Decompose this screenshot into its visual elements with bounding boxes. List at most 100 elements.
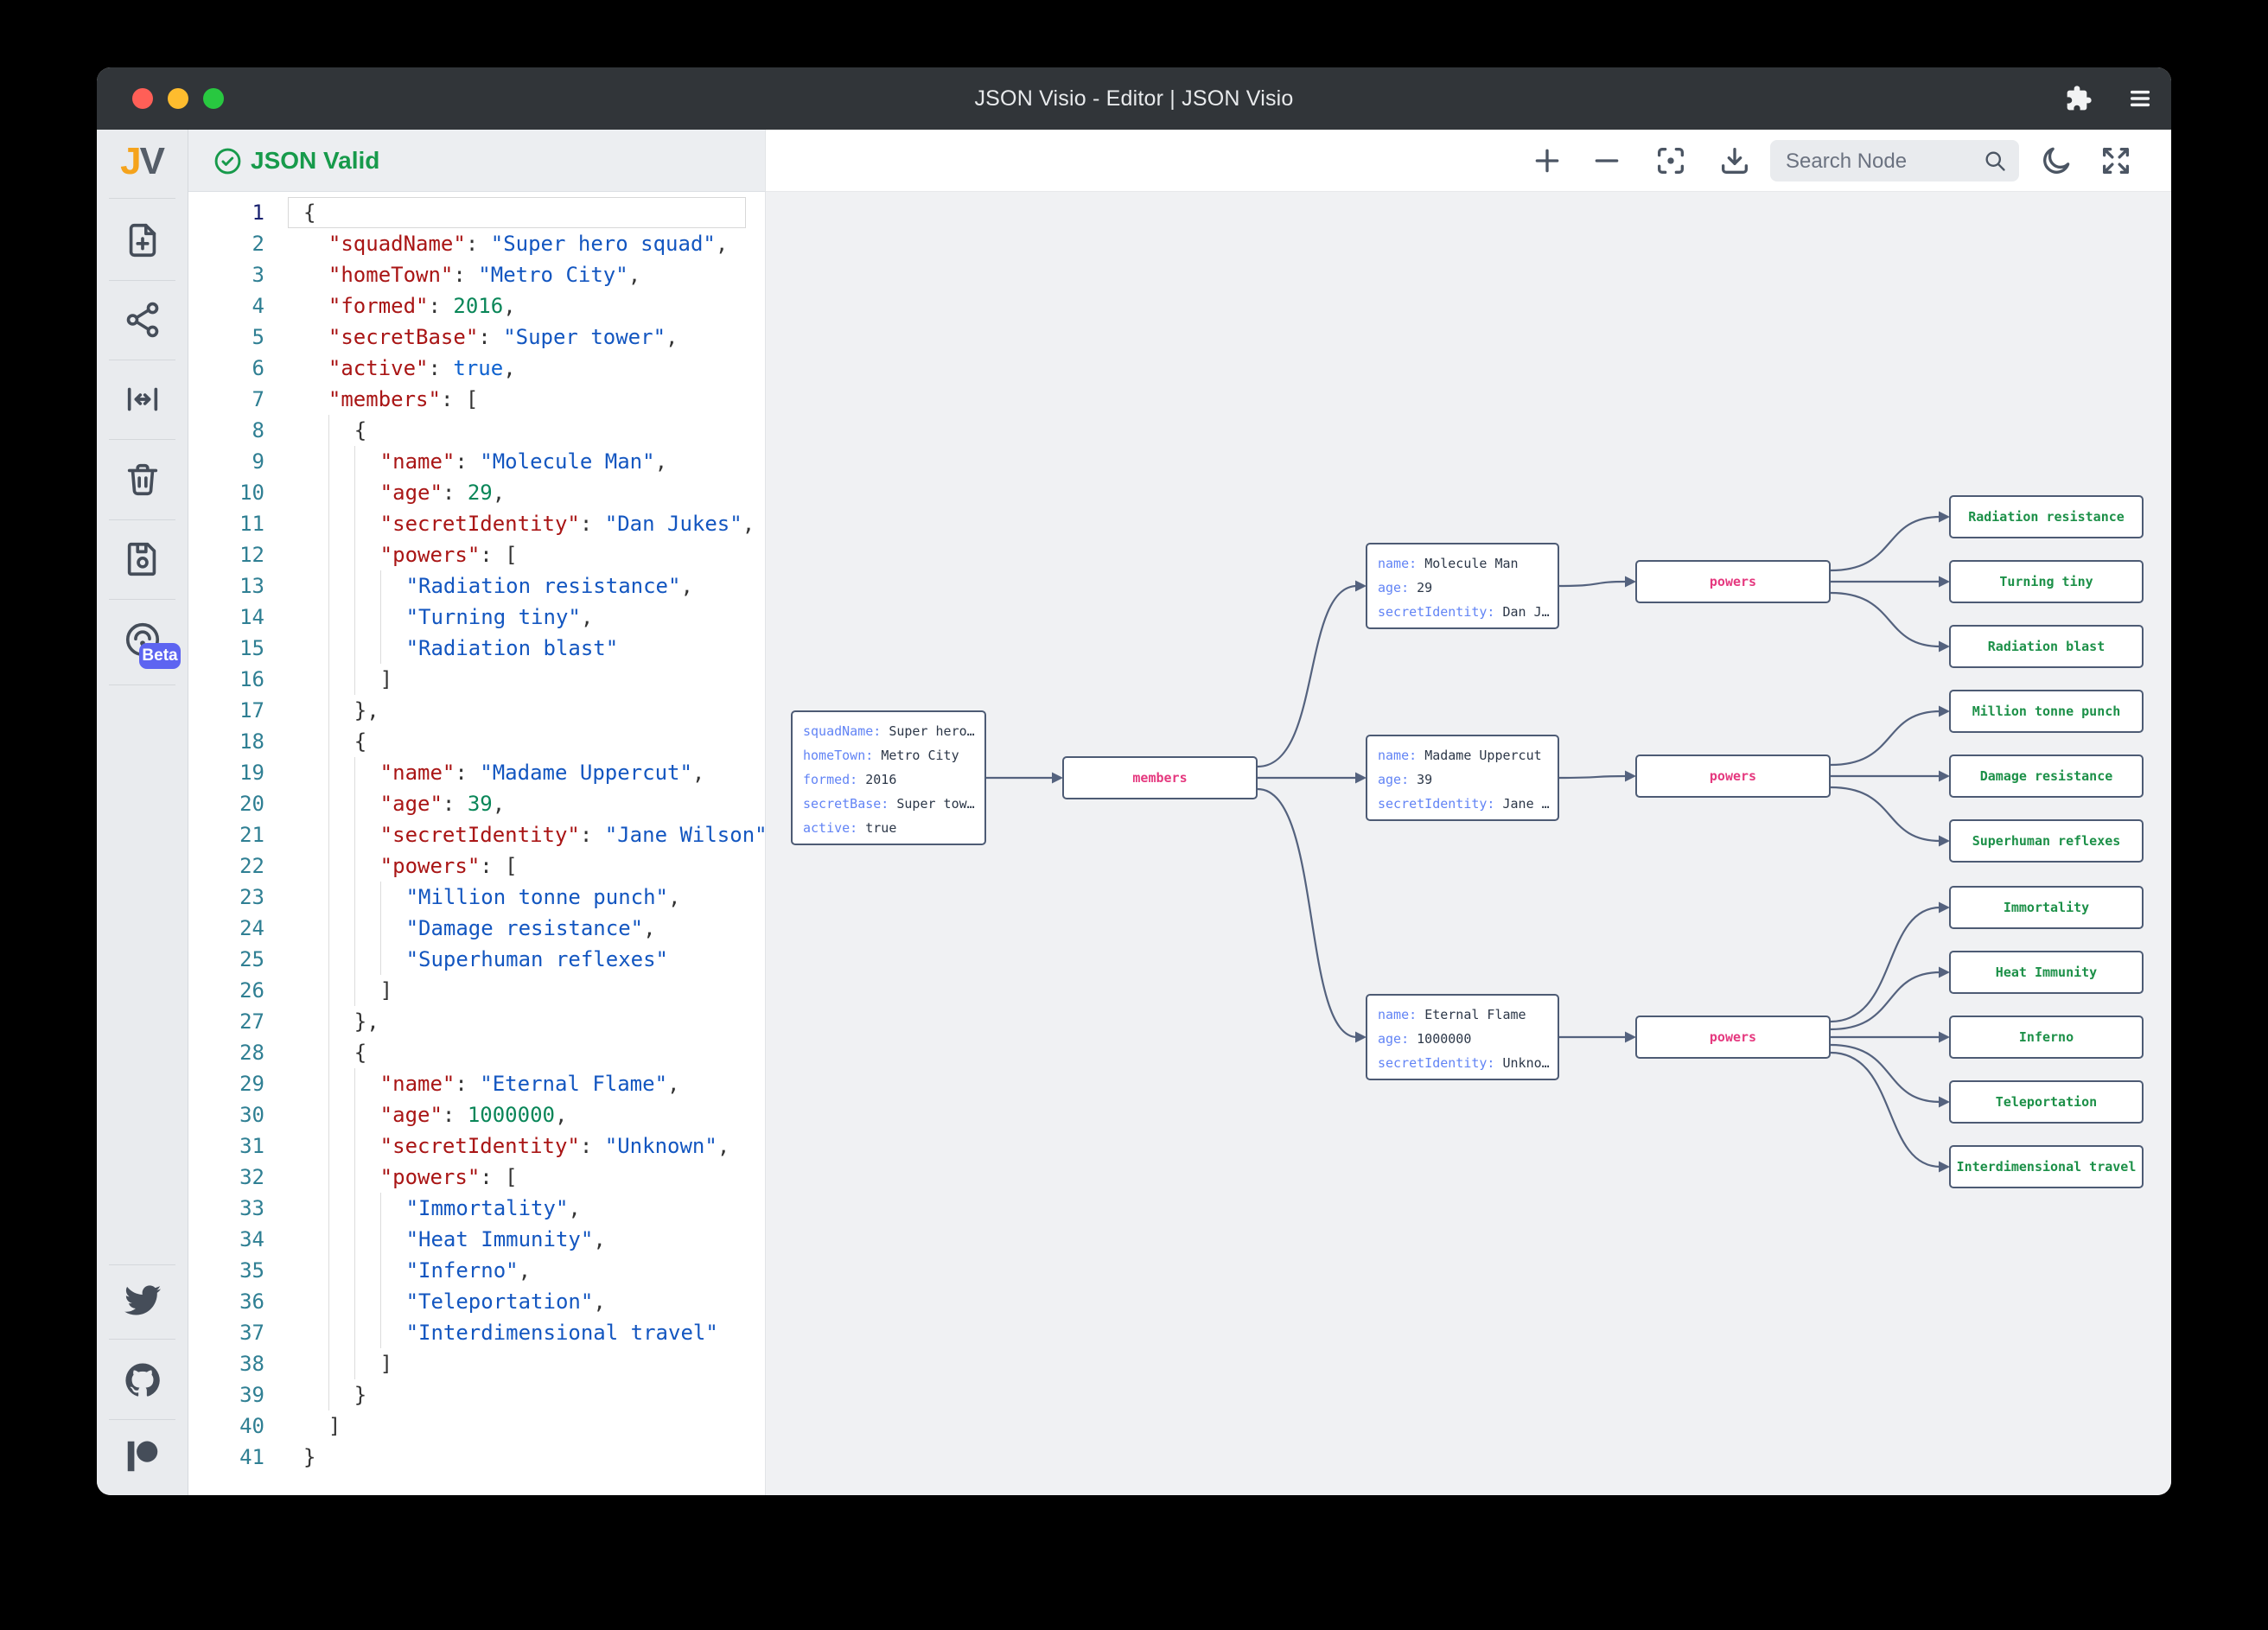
code-line[interactable]: 32"powers": [ [188, 1162, 765, 1193]
code-line[interactable]: 22"powers": [ [188, 850, 765, 882]
code-line[interactable]: 31"secretIdentity": "Unknown", [188, 1130, 765, 1162]
code-line[interactable]: 27}, [188, 1006, 765, 1037]
graph-node-p2[interactable]: powers [1635, 755, 1831, 798]
line-number: 15 [239, 636, 264, 660]
twitter-icon[interactable] [123, 1281, 162, 1321]
json-valid-status: JSON Valid [251, 147, 380, 174]
edge-arrowhead [1939, 966, 1950, 978]
graph-canvas[interactable]: squadName: Super hero…homeTown: Metro Ci… [766, 192, 2171, 1495]
graph-node-l5[interactable]: Damage resistance [1949, 755, 2144, 798]
edge-arrowhead [1625, 1031, 1636, 1043]
code-line[interactable]: 5"secretBase": "Super tower", [188, 322, 765, 353]
code-line[interactable]: 18{ [188, 726, 765, 757]
line-number: 3 [252, 263, 264, 287]
code-line[interactable]: 37"Interdimensional travel" [188, 1317, 765, 1348]
code-line[interactable]: 30"age": 1000000, [188, 1099, 765, 1130]
code-line[interactable]: 8{ [188, 415, 765, 446]
code-line[interactable]: 34"Heat Immunity", [188, 1224, 765, 1255]
code-line[interactable]: 2"squadName": "Super hero squad", [188, 228, 765, 259]
edge-arrowhead [1939, 770, 1950, 782]
code-line[interactable]: 7"members": [ [188, 384, 765, 415]
new-document-icon[interactable] [123, 220, 162, 260]
download-icon[interactable] [1717, 143, 1752, 178]
code-line[interactable]: 39} [188, 1379, 765, 1410]
code-line[interactable]: 25"Superhuman reflexes" [188, 944, 765, 975]
dark-mode-icon[interactable] [2039, 143, 2074, 178]
code-line[interactable]: 16] [188, 664, 765, 695]
code-line[interactable]: 24"Damage resistance", [188, 913, 765, 944]
code-area[interactable]: 1{2"squadName": "Super hero squad",3"hom… [188, 192, 765, 1495]
search-node-input[interactable] [1784, 140, 1969, 183]
graph-node-l7[interactable]: Immortality [1949, 886, 2144, 929]
center-focus-icon[interactable] [1653, 143, 1688, 178]
close-window-button[interactable] [132, 88, 153, 109]
code-line[interactable]: 38] [188, 1348, 765, 1379]
graph-node-l3[interactable]: Radiation blast [1949, 625, 2144, 668]
fullscreen-icon[interactable] [2099, 143, 2133, 178]
graph-node-l8[interactable]: Heat Immunity [1949, 951, 2144, 994]
code-text: "Interdimensional travel" [303, 1317, 718, 1348]
browser-menu-icon[interactable] [2126, 85, 2154, 112]
graph-node-l11[interactable]: Interdimensional travel [1949, 1145, 2144, 1188]
json-editor[interactable]: 1{2"squadName": "Super hero squad",3"hom… [188, 192, 766, 1495]
edge-arrowhead [1625, 576, 1636, 588]
code-line[interactable]: 12"powers": [ [188, 539, 765, 570]
share-icon[interactable] [123, 300, 162, 340]
code-line[interactable]: 28{ [188, 1037, 765, 1068]
code-line[interactable]: 10"age": 29, [188, 477, 765, 508]
code-line[interactable]: 14"Turning tiny", [188, 602, 765, 633]
node-row: name: Madame Uppercut [1378, 748, 1542, 763]
zoom-in-icon[interactable] [1530, 143, 1564, 178]
graph-node-l1[interactable]: Radiation resistance [1949, 495, 2144, 538]
code-text: "secretIdentity": "Dan Jukes", [303, 508, 755, 539]
maximize-window-button[interactable] [203, 88, 224, 109]
extension-puzzle-icon[interactable] [2065, 85, 2093, 112]
search-icon[interactable] [1983, 149, 2007, 173]
code-line[interactable]: 26] [188, 975, 765, 1006]
patreon-icon[interactable] [123, 1436, 162, 1476]
expand-width-icon[interactable] [123, 379, 162, 419]
graph-node-p3[interactable]: powers [1635, 1016, 1831, 1059]
code-line[interactable]: 21"secretIdentity": "Jane Wilson", [188, 819, 765, 850]
code-line[interactable]: 33"Immortality", [188, 1193, 765, 1224]
code-text: "Radiation blast" [303, 633, 618, 664]
code-line[interactable]: 36"Teleportation", [188, 1286, 765, 1317]
graph-edge [1830, 1051, 1941, 1168]
zoom-out-icon[interactable] [1590, 143, 1624, 178]
code-line[interactable]: 3"homeTown": "Metro City", [188, 259, 765, 290]
graph-node-l4[interactable]: Million tonne punch [1949, 690, 2144, 733]
code-line[interactable]: 17}, [188, 695, 765, 726]
github-icon[interactable] [123, 1360, 162, 1400]
graph-node-p1[interactable]: powers [1635, 560, 1831, 603]
code-line[interactable]: 20"age": 39, [188, 788, 765, 819]
node-row: age: 29 [1378, 580, 1433, 595]
graph-node-l9[interactable]: Inferno [1949, 1016, 2144, 1059]
minimize-window-button[interactable] [168, 88, 188, 109]
graph-node-members[interactable]: members [1062, 756, 1258, 799]
code-line[interactable]: 15 "Radiation blast" [188, 633, 765, 664]
graph-node-l2[interactable]: Turning tiny [1949, 560, 2144, 603]
code-line[interactable]: 11"secretIdentity": "Dan Jukes", [188, 508, 765, 539]
save-icon[interactable] [123, 539, 162, 579]
graph-node-l6[interactable]: Superhuman reflexes [1949, 819, 2144, 863]
code-line[interactable]: 35"Inferno", [188, 1255, 765, 1286]
graph-node-l10[interactable]: Teleportation [1949, 1080, 2144, 1124]
code-line[interactable]: 41} [188, 1442, 765, 1473]
code-line[interactable]: 9"name": "Molecule Man", [188, 446, 765, 477]
code-line[interactable]: 1{ [188, 197, 765, 228]
trash-icon[interactable] [123, 459, 162, 499]
app-logo[interactable]: JV [97, 140, 187, 183]
code-line[interactable]: 40] [188, 1410, 765, 1442]
line-number: 31 [239, 1134, 264, 1158]
code-line[interactable]: 6"active": true, [188, 353, 765, 384]
code-line[interactable]: 19"name": "Madame Uppercut", [188, 757, 765, 788]
divider [109, 439, 175, 440]
code-line[interactable]: 23"Million tonne punch", [188, 882, 765, 913]
code-line[interactable]: 13"Radiation resistance", [188, 570, 765, 602]
code-line[interactable]: 4"formed": 2016, [188, 290, 765, 322]
graph-node-root[interactable]: squadName: Super hero…homeTown: Metro Ci… [791, 710, 986, 845]
code-line[interactable]: 29"name": "Eternal Flame", [188, 1068, 765, 1099]
